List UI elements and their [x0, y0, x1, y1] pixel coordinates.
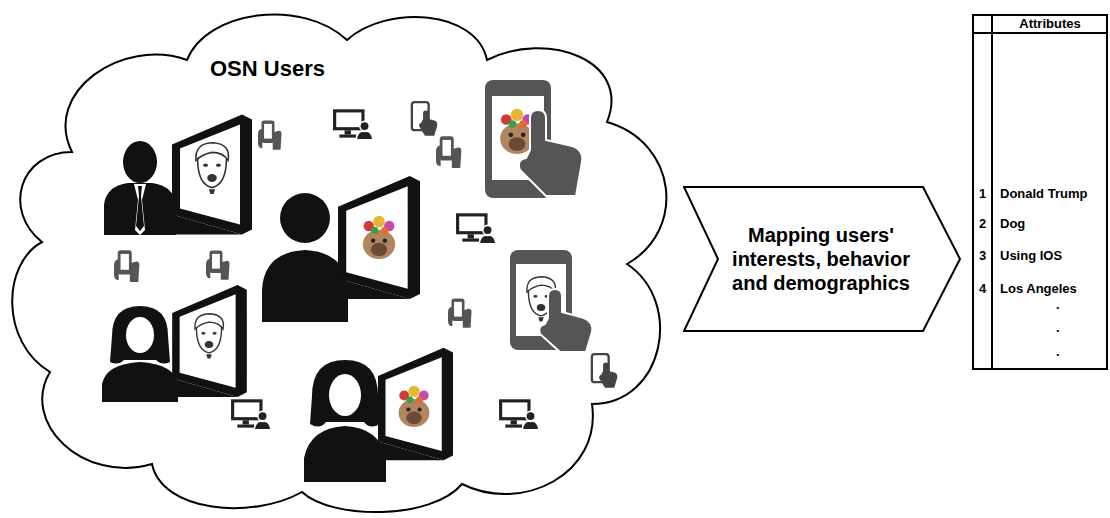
- row-number: 1: [974, 186, 991, 202]
- woman-user: [102, 306, 178, 402]
- monitor: [162, 115, 252, 235]
- attribute-cell: Using IOS: [1000, 248, 1062, 264]
- phone-icon: [206, 250, 230, 279]
- dog-image: [363, 216, 395, 259]
- attribute-cell: Los Angeles: [1000, 281, 1077, 297]
- cloud-outline: [2, 2, 682, 516]
- desktop-user-icon: [333, 109, 373, 139]
- monitor: [163, 285, 247, 397]
- continuation-dot: .: [1056, 344, 1060, 360]
- trump-image: [195, 314, 224, 359]
- businessman-user: [104, 141, 176, 235]
- phone-icon: [258, 120, 282, 149]
- arrow-label: Mapping users' interests, behavior and d…: [721, 223, 921, 295]
- monitor: [369, 348, 453, 461]
- cloud-region: OSN Users: [2, 2, 682, 516]
- smartphone-dog: [485, 80, 582, 198]
- attribute-table: Attributes 1 Donald Trump 2 Dog 3 Using IOS 4 Lo…: [972, 14, 1108, 370]
- phone-icon: [114, 250, 139, 282]
- dog-image: [399, 386, 430, 427]
- tap-phone-icon: [412, 102, 437, 136]
- phone-icon: [436, 136, 461, 168]
- continuation-dot: .: [1056, 320, 1060, 336]
- row-number: 2: [974, 216, 991, 232]
- desktop-user-icon: [456, 213, 496, 243]
- tap-phone-icon: [592, 354, 617, 388]
- phone-icon: [448, 298, 472, 327]
- row-number: 4: [974, 281, 991, 297]
- region-title: OSN Users: [210, 56, 325, 82]
- attribute-cell: Donald Trump: [1000, 186, 1087, 202]
- desktop-user-icon: [499, 399, 539, 429]
- desktop-user-icon: [231, 399, 271, 429]
- continuation-dot: .: [1056, 297, 1060, 313]
- trump-image: [196, 143, 229, 194]
- woman-user: [304, 360, 386, 482]
- smartphone-trump: [510, 250, 592, 352]
- row-number: 3: [974, 248, 991, 264]
- process-arrow: Mapping users' interests, behavior and d…: [683, 186, 961, 332]
- attribute-cell: Dog: [1000, 216, 1025, 232]
- monitor: [328, 176, 420, 299]
- generic-user: [262, 193, 348, 322]
- table-header: Attributes: [992, 15, 1108, 33]
